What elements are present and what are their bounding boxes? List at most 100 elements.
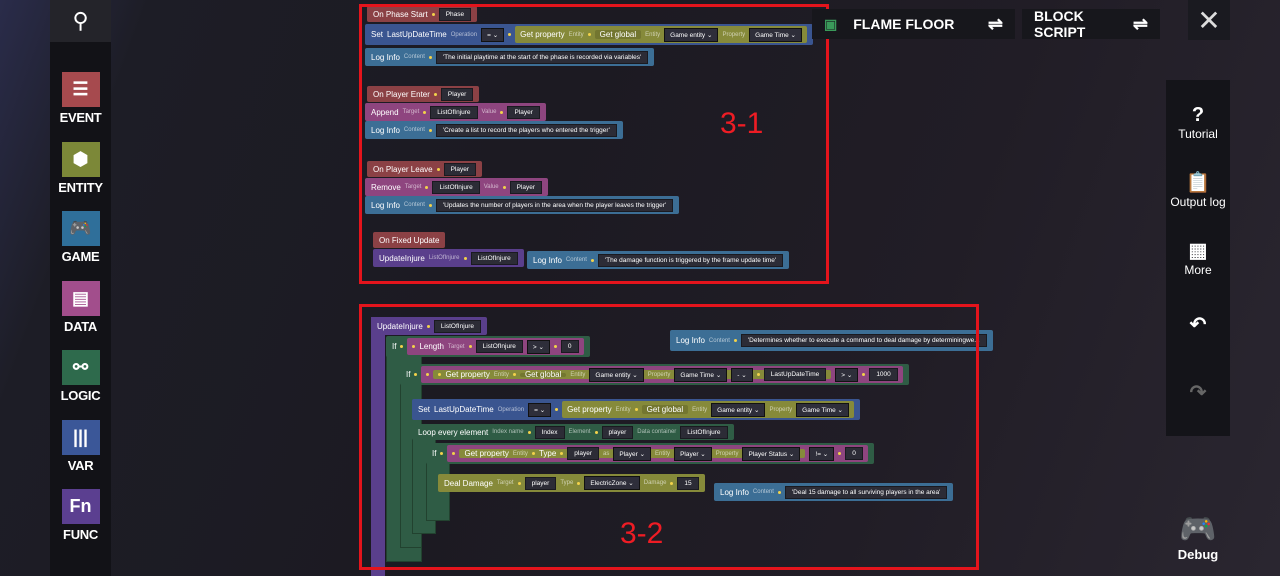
value-field[interactable]: Index	[534, 425, 565, 439]
value-field[interactable]: Player	[509, 180, 543, 194]
category-entity[interactable]: ⬢ENTITY	[50, 141, 111, 195]
value-field[interactable]: 'Deal 15 damage to all surviving players…	[784, 485, 948, 499]
output-log-label: Output log	[1170, 195, 1226, 209]
value-field[interactable]: 0	[845, 447, 863, 460]
block-deal[interactable]: Deal DamageTargetplayerTypeElectricZoneD…	[438, 474, 705, 492]
param-label: Index name	[492, 429, 524, 435]
value-field[interactable]: 'Determines whether to execute a command…	[740, 334, 987, 347]
connector-dot-icon	[468, 345, 472, 348]
category-game[interactable]: 🎮GAME	[50, 211, 111, 264]
tutorial-button[interactable]: ?Tutorial	[1166, 104, 1230, 141]
scene-selector[interactable]: ▣ FLAME FLOOR ⇌	[812, 9, 1015, 39]
output-log-button[interactable]: 📋Output log	[1166, 170, 1230, 209]
param-label: Target	[404, 184, 422, 190]
close-button[interactable]: ✕	[1188, 0, 1230, 40]
value-field[interactable]: ListOfInjure	[470, 251, 518, 265]
block-keyword: Get global	[599, 30, 637, 39]
more-label: More	[1184, 263, 1212, 277]
nested-block[interactable]: Get global	[641, 405, 689, 414]
value-field[interactable]: player	[601, 425, 634, 439]
value-field[interactable]: ListOfInjure	[432, 180, 480, 194]
connector-dot-icon	[756, 373, 760, 376]
dropdown-field[interactable]: =	[481, 27, 505, 42]
value-field[interactable]: ListOfInjure	[475, 340, 523, 353]
redo-button[interactable]: ↷	[1166, 380, 1230, 405]
search-button[interactable]: ⚲	[50, 0, 111, 42]
dropdown-field[interactable]: Game entity	[664, 27, 719, 42]
nested-block[interactable]: Get global	[594, 30, 642, 39]
value-field[interactable]: 0	[560, 340, 579, 353]
debug-button[interactable]: 🎮Debug	[1166, 512, 1230, 562]
value-field[interactable]: Player	[440, 87, 474, 101]
dropdown-field[interactable]: >	[526, 339, 550, 354]
value-field[interactable]: player	[524, 476, 557, 490]
dropdown-field[interactable]: Player	[674, 446, 712, 461]
nested-block[interactable]: Get propertyEntityTypeplayerasPlayerEnti…	[459, 446, 806, 461]
value-field[interactable]: Player	[507, 105, 540, 119]
mode-selector[interactable]: BLOCK SCRIPT ⇌	[1022, 8, 1160, 40]
dropdown-field[interactable]: =	[528, 402, 552, 417]
dropdown-field[interactable]: Player Status	[742, 446, 801, 461]
category-event[interactable]: ☰EVENT	[50, 72, 111, 125]
value-field[interactable]: LastUpDateTime	[763, 368, 827, 381]
value-field[interactable]: player	[567, 447, 599, 460]
dropdown-field[interactable]: Game entity	[589, 367, 644, 382]
dropdown-field[interactable]: -	[731, 367, 753, 382]
value-field[interactable]: 'Updates the number of players in the ar…	[435, 198, 674, 212]
value-field[interactable]: 'Create a list to record the players who…	[435, 123, 617, 137]
connector-dot-icon	[531, 452, 535, 455]
more-button[interactable]: ▦More	[1166, 238, 1230, 277]
dropdown-field[interactable]: Game Time	[796, 402, 849, 417]
dropdown-field[interactable]: !=	[809, 446, 835, 461]
dropdown-field[interactable]: ElectricZone	[584, 476, 640, 490]
value-field[interactable]: ListOfInjure	[680, 425, 728, 439]
category-logic[interactable]: ⚯LOGIC	[50, 350, 111, 403]
value-field[interactable]: 'The damage function is triggered by the…	[597, 253, 784, 267]
dropdown-field[interactable]: Game Time	[749, 27, 802, 42]
value-field[interactable]: 'The initial playtime at the start of th…	[435, 50, 649, 64]
param-label: Entity	[615, 406, 631, 413]
highlight-box-3-1	[359, 4, 829, 284]
value-field[interactable]: ListOfInjure	[430, 105, 478, 119]
dropdown-field[interactable]: Player	[613, 446, 652, 461]
value-field[interactable]: 1000	[869, 368, 898, 381]
value-field[interactable]: Player	[443, 162, 477, 176]
category-var[interactable]: |||VAR	[50, 419, 111, 473]
nested-block[interactable]: Get global	[519, 370, 567, 379]
dropdown-field[interactable]: Game entity	[711, 402, 766, 417]
value-field[interactable]: 15	[677, 476, 699, 490]
value-field[interactable]: Phase	[438, 7, 472, 21]
undo-button[interactable]: ↶	[1166, 312, 1230, 337]
dropdown-field[interactable]: Game Time	[674, 367, 728, 382]
dropdown-field[interactable]: >	[835, 367, 859, 382]
category-data[interactable]: ▤DATA	[50, 280, 111, 334]
nested-block[interactable]: Get propertyEntityTypeplayerasPlayerEnti…	[447, 445, 868, 462]
block-fixed-update[interactable]: On Fixed Update	[373, 232, 446, 248]
value-field[interactable]: ListOfInjure	[433, 319, 482, 333]
